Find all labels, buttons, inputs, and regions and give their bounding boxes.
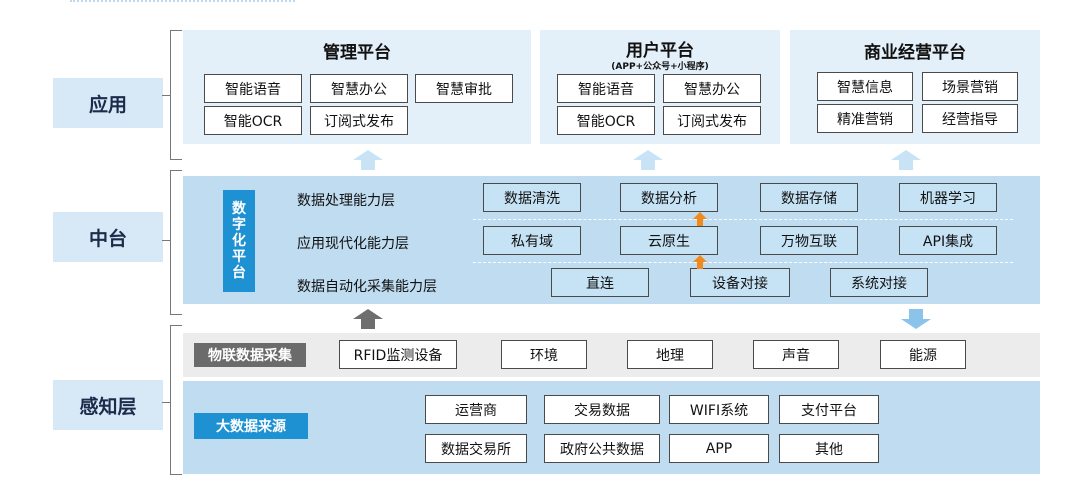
middle-item-device-integration: 设备对接 [690, 268, 790, 297]
user-platform-title: 用户平台 [626, 41, 694, 61]
bigdata-item-app: APP [669, 434, 769, 463]
middle-item-data-cleaning: 数据清洗 [483, 183, 581, 212]
middle-item-cloud-native: 云原生 [620, 226, 718, 255]
management-item-smart-office: 智慧办公 [310, 74, 408, 103]
business-item-precision-marketing: 精准营销 [817, 104, 913, 133]
top-dotted-line [70, 0, 295, 2]
arrow-up-icon [891, 150, 921, 170]
user-item-smart-office: 智慧办公 [663, 74, 761, 103]
row-label-app-modernization: 应用现代化能力层 [297, 236, 409, 252]
bracket-application [170, 30, 182, 160]
bigdata-item-other: 其他 [779, 434, 879, 463]
bracket-tick-application [162, 95, 170, 96]
iot-item-sound: 声音 [753, 340, 839, 369]
row-label-auto-collection: 数据自动化采集能力层 [297, 279, 437, 295]
management-item-smart-approval: 智慧审批 [415, 74, 513, 103]
user-platform-panel: 用户平台 (APP+公众号+小程序) 智能语音 智慧办公 智能OCR 订阅式发布 [540, 30, 780, 144]
management-item-smart-voice: 智能语音 [204, 74, 302, 103]
layer-label-perception: 感知层 [53, 380, 163, 430]
bracket-tick-perception [162, 402, 170, 403]
user-item-smart-voice: 智能语音 [557, 74, 655, 103]
middle-item-direct-connect: 直连 [551, 268, 649, 297]
bigdata-source-badge: 大数据来源 [194, 413, 308, 439]
middle-item-data-analysis: 数据分析 [620, 183, 718, 212]
iot-item-rfid: RFID监测设备 [339, 340, 457, 369]
user-platform-subtitle: (APP+公众号+小程序) [611, 62, 709, 72]
business-platform-panel: 商业经营平台 智慧信息 场景营销 精准营销 经营指导 [790, 30, 1040, 144]
middle-item-system-integration: 系统对接 [830, 268, 928, 297]
middle-item-api-integration: API集成 [899, 226, 997, 255]
management-item-subscription-publish: 订阅式发布 [310, 106, 408, 135]
iot-item-energy: 能源 [880, 340, 966, 369]
row-label-data-processing: 数据处理能力层 [297, 193, 395, 209]
bigdata-item-transaction-data: 交易数据 [544, 395, 660, 424]
bracket-perception [170, 325, 182, 475]
badge-char: 台 [232, 265, 246, 281]
business-item-smart-info: 智慧信息 [817, 72, 913, 101]
badge-char: 数 [232, 201, 246, 217]
arrow-up-icon [353, 150, 383, 170]
user-item-subscription-publish: 订阅式发布 [663, 106, 761, 135]
business-item-business-guidance: 经营指导 [922, 104, 1018, 133]
middle-item-machine-learning: 机器学习 [899, 183, 997, 212]
row-divider [473, 262, 1013, 263]
middle-item-data-storage: 数据存储 [760, 183, 858, 212]
iot-item-geography: 地理 [627, 340, 713, 369]
bigdata-item-gov-public-data: 政府公共数据 [544, 434, 660, 463]
arrow-up-orange-icon [693, 212, 707, 226]
digital-platform-badge: 数 字 化 平 台 [223, 190, 255, 292]
bracket-middle [170, 170, 182, 315]
middle-item-private-domain: 私有域 [483, 226, 581, 255]
iot-item-environment: 环境 [501, 340, 587, 369]
business-platform-title: 商业经营平台 [864, 43, 966, 63]
row-divider [473, 219, 1013, 220]
management-item-smart-ocr: 智能OCR [204, 106, 302, 135]
layer-label-application: 应用 [53, 78, 163, 128]
badge-char: 平 [232, 249, 246, 265]
bigdata-item-payment-platform: 支付平台 [779, 395, 879, 424]
management-platform-panel: 管理平台 智能语音 智慧办公 智慧审批 智能OCR 订阅式发布 [183, 30, 531, 144]
user-item-smart-ocr: 智能OCR [557, 106, 655, 135]
bigdata-item-data-exchange: 数据交易所 [425, 434, 527, 463]
bigdata-source-panel: 大数据来源 运营商 交易数据 WIFI系统 支付平台 数据交易所 政府公共数据 … [183, 381, 1040, 474]
iot-collection-panel: 物联数据采集 RFID监测设备 环境 地理 声音 能源 [183, 333, 1040, 377]
bigdata-item-wifi-system: WIFI系统 [669, 395, 769, 424]
bigdata-item-carrier: 运营商 [425, 395, 527, 424]
middle-item-iot: 万物互联 [760, 226, 858, 255]
bracket-tick-middle [162, 240, 170, 241]
layer-label-middle: 中台 [53, 212, 163, 262]
iot-collection-badge: 物联数据采集 [194, 343, 306, 367]
arrow-up-orange-icon [693, 255, 707, 269]
badge-char: 字 [232, 217, 246, 233]
management-platform-title: 管理平台 [323, 43, 391, 63]
arrow-down-icon [901, 309, 931, 329]
business-item-scene-marketing: 场景营销 [922, 72, 1018, 101]
arrow-up-icon [633, 150, 663, 170]
digital-platform-panel: 数 字 化 平 台 数据处理能力层 数据清洗 数据分析 数据存储 机器学习 应用… [183, 176, 1040, 304]
arrow-up-icon [353, 309, 383, 329]
badge-char: 化 [232, 233, 246, 249]
